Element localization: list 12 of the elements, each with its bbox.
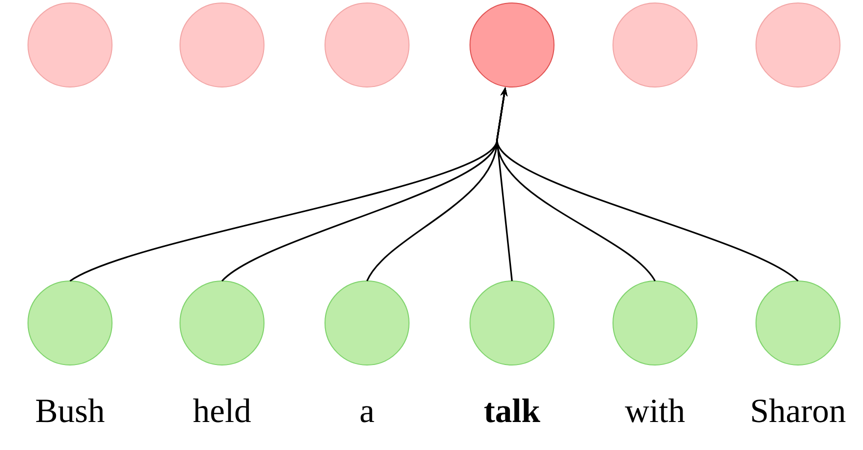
word-label: a — [360, 406, 374, 422]
output-circle — [612, 2, 698, 88]
word-label: held — [193, 398, 251, 422]
output-circle — [756, 2, 840, 88]
output-circle — [180, 2, 264, 88]
output-circle — [28, 2, 112, 88]
word-label: with — [624, 398, 685, 422]
word-label: talk — [484, 398, 540, 422]
word-label: Sharon — [752, 398, 846, 422]
word-label: Bush — [36, 398, 104, 422]
highlighted-circle — [470, 2, 554, 88]
output-circle — [324, 2, 410, 88]
